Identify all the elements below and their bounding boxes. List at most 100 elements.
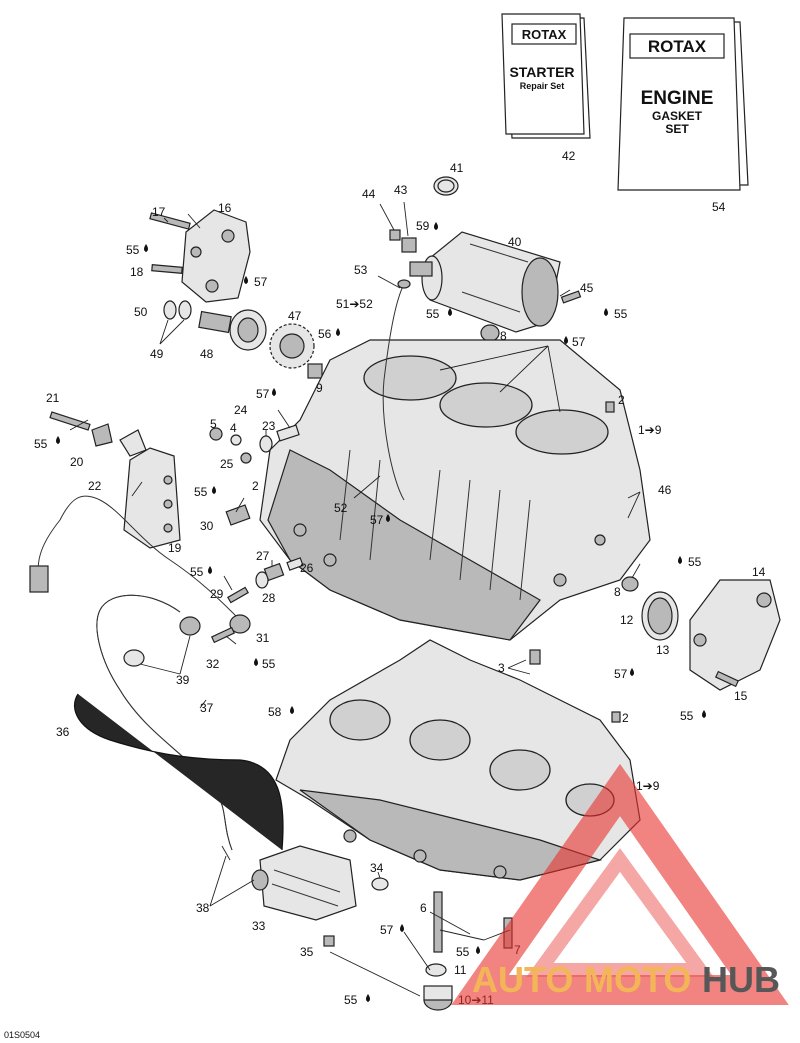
screw-45 — [560, 290, 582, 304]
callout-1-9: 1➔9 — [638, 423, 662, 437]
bracket-19 — [123, 447, 181, 549]
callout-21: 21 — [46, 391, 60, 405]
oil-drop-icon — [212, 486, 216, 494]
lower-crankcase — [275, 639, 641, 881]
adapter-27 — [263, 562, 285, 582]
connector-22 — [29, 565, 49, 593]
book-title: ENGINE — [641, 88, 714, 109]
callout-51-52: 51➔52 — [336, 297, 373, 311]
callout-2: 2 — [618, 393, 625, 407]
callout-31: 31 — [256, 631, 270, 645]
oil-drop-icon — [400, 924, 404, 932]
callout-55: 55 — [456, 945, 470, 959]
oil-drop-icon — [564, 336, 568, 344]
callout-44: 44 — [362, 187, 376, 201]
screw-15 — [714, 670, 740, 688]
oil-drop-icon — [434, 222, 438, 230]
clip-20 — [91, 423, 113, 447]
callout-24: 24 — [234, 403, 248, 417]
callout-6: 6 — [420, 901, 427, 915]
callout-34: 34 — [370, 861, 384, 875]
callout-47: 47 — [288, 309, 302, 323]
oil-drop-icon — [244, 276, 248, 284]
callout-2: 2 — [252, 479, 259, 493]
callout-46: 46 — [658, 483, 672, 497]
oil-drop-icon — [476, 946, 480, 954]
screw-35 — [323, 935, 335, 947]
callout-35: 35 — [300, 945, 314, 959]
callout-57: 57 — [254, 275, 268, 289]
callout-40: 40 — [508, 235, 522, 249]
dowel-pin-2 — [605, 401, 615, 413]
callout-55: 55 — [688, 555, 702, 569]
stud-6 — [433, 891, 443, 953]
callout-16: 16 — [218, 201, 232, 215]
callout-36: 36 — [56, 725, 70, 739]
pin-23 — [276, 424, 300, 442]
callout-56: 56 — [318, 327, 332, 341]
plug-8 — [480, 324, 500, 342]
engine-gasket-set-book: ROTAX ENGINE GASKET SET — [617, 17, 749, 191]
callout-41: 41 — [450, 161, 464, 175]
leader-lines — [69, 201, 641, 997]
callout-55: 55 — [126, 243, 140, 257]
clamp-39 — [179, 616, 201, 636]
plug-25 — [240, 452, 252, 464]
callout-55: 55 — [614, 307, 628, 321]
book-subtitle: Repair Set — [520, 81, 565, 91]
nut-5 — [209, 427, 223, 441]
screw-17 — [149, 212, 191, 230]
rotax-logo-box — [629, 33, 725, 59]
rotax-logo-box — [511, 23, 577, 45]
automotohub-watermark: AUTO MOTO HUB — [451, 763, 789, 1005]
callout-57: 57 — [614, 667, 628, 681]
callout-42: 42 — [562, 149, 576, 163]
callout-17: 17 — [152, 205, 166, 219]
callout-57: 57 — [370, 513, 384, 527]
callout-14: 14 — [752, 565, 766, 579]
callout-48: 48 — [200, 347, 214, 361]
dowel-pin-2c — [611, 711, 621, 723]
wiring-harness-22 — [37, 495, 241, 621]
drawing-code: 01S0504 — [4, 1030, 40, 1040]
callout-22: 22 — [88, 479, 102, 493]
screw-32 — [210, 626, 236, 644]
callout-55: 55 — [190, 565, 204, 579]
watermark-auto: AUTO — [472, 959, 573, 1000]
screw-29 — [227, 586, 249, 604]
callout-8: 8 — [614, 585, 621, 599]
callout-57: 57 — [380, 923, 394, 937]
callout-57: 57 — [256, 387, 270, 401]
oil-drop-icon — [702, 710, 706, 718]
callout-23: 23 — [262, 419, 276, 433]
callout-39: 39 — [176, 673, 190, 687]
callout-55: 55 — [34, 437, 48, 451]
callout-55: 55 — [262, 657, 276, 671]
callout-5: 5 — [210, 417, 217, 431]
callout-33: 33 — [252, 919, 266, 933]
oil-cooler-33 — [251, 845, 357, 921]
sensor-31 — [229, 614, 251, 634]
starter-repair-set-book: ROTAX STARTER Repair Set — [501, 13, 591, 139]
callout-11: 11 — [454, 963, 467, 977]
sensor-30 — [225, 504, 251, 526]
oil-drop-icon — [386, 514, 390, 522]
starter-drive-gear-48 — [198, 309, 267, 351]
engine-support-bracket-14 — [689, 579, 781, 691]
callout-8: 8 — [500, 329, 507, 343]
callout-45: 45 — [580, 281, 594, 295]
clamp-38 — [221, 845, 231, 861]
o-ring-11 — [425, 963, 447, 977]
callout-20: 20 — [70, 455, 84, 469]
callout-19: 19 — [168, 541, 182, 555]
bushing-9 — [307, 363, 323, 379]
callout-26: 26 — [300, 561, 314, 575]
watermark-hub: HUB — [702, 959, 780, 1000]
callout-3: 3 — [498, 661, 505, 675]
screw-21 — [49, 411, 91, 431]
callout-28: 28 — [262, 591, 276, 605]
dipstick-tube-53 — [382, 283, 405, 501]
oil-drop-icon — [630, 668, 634, 676]
oil-drop-icon — [144, 244, 148, 252]
